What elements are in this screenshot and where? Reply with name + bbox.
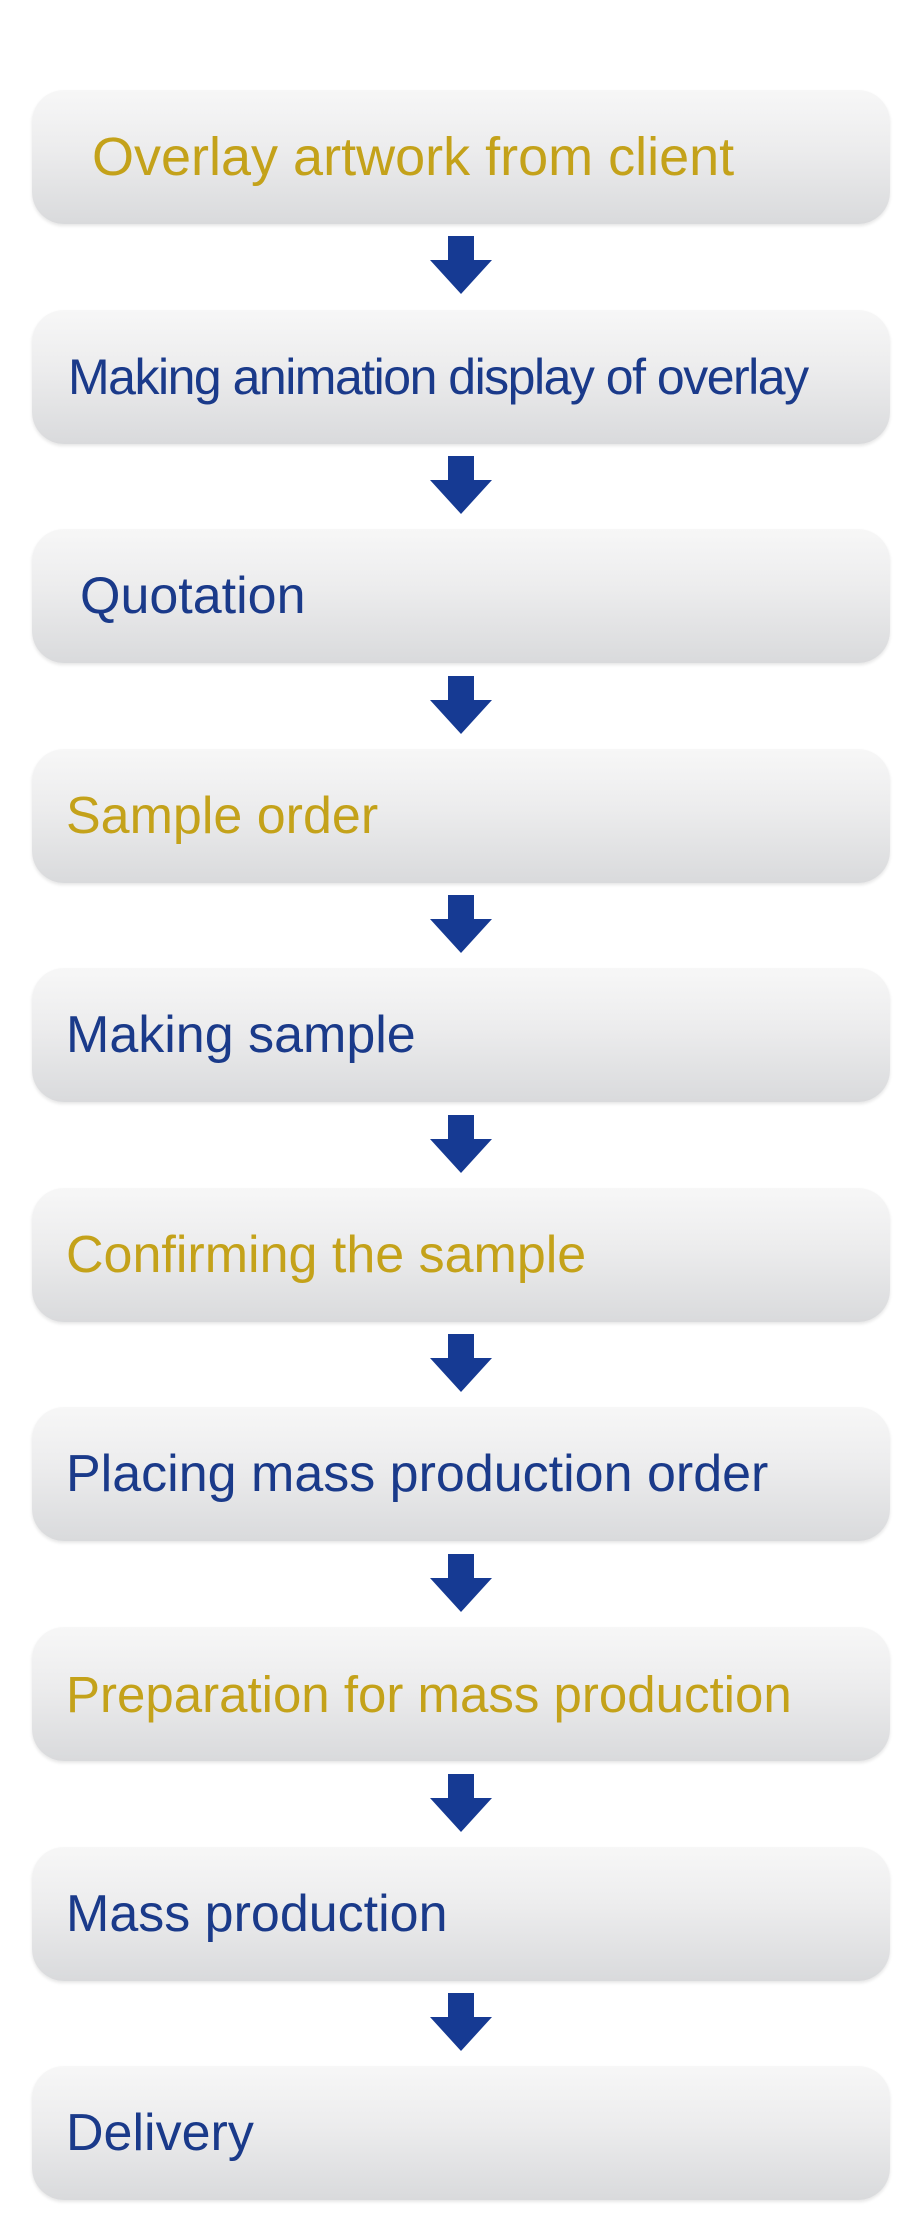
step-box-quotation: Quotation [32,529,890,663]
step-label: Preparation for mass production [66,1665,792,1723]
down-arrow-icon [430,456,492,514]
step-label: Placing mass production order [66,1445,769,1503]
step-box-overlay-artwork: Overlay artwork from client [32,90,890,224]
step-box-mass-production-order: Placing mass production order [32,1407,890,1541]
down-arrow-icon [430,1554,492,1612]
step-box-mass-production: Mass production [32,1847,890,1981]
step-box-confirming-sample: Confirming the sample [32,1188,890,1322]
step-box-delivery: Delivery [32,2066,890,2200]
down-arrow-icon [430,1993,492,2051]
step-label: Making animation display of overlay [68,349,809,405]
down-arrow-icon [430,1334,492,1392]
step-label: Delivery [66,2104,254,2162]
step-label: Mass production [66,1885,448,1943]
step-label: Overlay artwork from client [92,127,735,187]
down-arrow-icon [430,676,492,734]
down-arrow-icon [430,1774,492,1832]
step-label: Confirming the sample [66,1226,587,1284]
step-label: Sample order [66,787,379,845]
step-label: Making sample [66,1006,416,1064]
step-label: Quotation [80,567,306,625]
down-arrow-icon [430,236,492,294]
step-box-preparation: Preparation for mass production [32,1627,890,1761]
down-arrow-icon [430,895,492,953]
step-box-sample-order: Sample order [32,749,890,883]
step-box-making-sample: Making sample [32,968,890,1102]
down-arrow-icon [430,1115,492,1173]
step-box-animation-display: Making animation display of overlay [32,310,890,444]
